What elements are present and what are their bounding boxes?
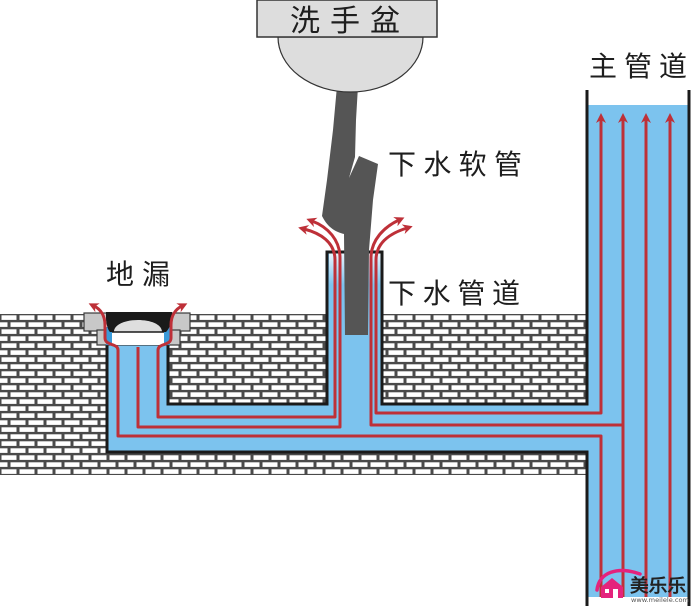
flow-line-drain-center-to-downpipe-left-inner [136,217,342,429]
flow-lines [88,113,675,597]
watermark: 美乐乐 www.meilele.com [595,568,689,604]
floor-drain-label: 地漏 [106,258,170,291]
basin-label: 洗手盆 [290,4,400,39]
drain-pipe-label: 下水管道 [388,277,520,310]
seal-water-right [164,327,170,345]
drain-cover-dome [114,320,162,332]
drain-hose [322,86,378,335]
flow-line-downpipe-right-outer [374,113,606,415]
flow-line-drain-to-downpipe-left-outer [156,225,337,419]
seal-water-left [106,327,112,345]
main-pipe-label: 主管道 [589,50,687,83]
basin-rim [256,0,438,38]
wash-basin: 洗手盆 [256,0,438,93]
flow-line-outer-loop [88,303,603,597]
flow-line-downpipe-right-inner [369,217,623,427]
house-swoosh [595,568,642,592]
hose-label: 下水软管 [388,148,522,181]
house-icon [595,568,642,598]
house-door [613,589,618,598]
house-window [605,589,609,593]
basin-bowl [277,36,424,93]
pipe-wall-outer [105,345,589,606]
pipe-water [107,105,689,597]
brand-url: www.meilele.com [631,596,689,604]
floor-drain [83,312,191,346]
brand-name: 美乐乐 [630,575,686,597]
drain-cover [106,312,172,332]
